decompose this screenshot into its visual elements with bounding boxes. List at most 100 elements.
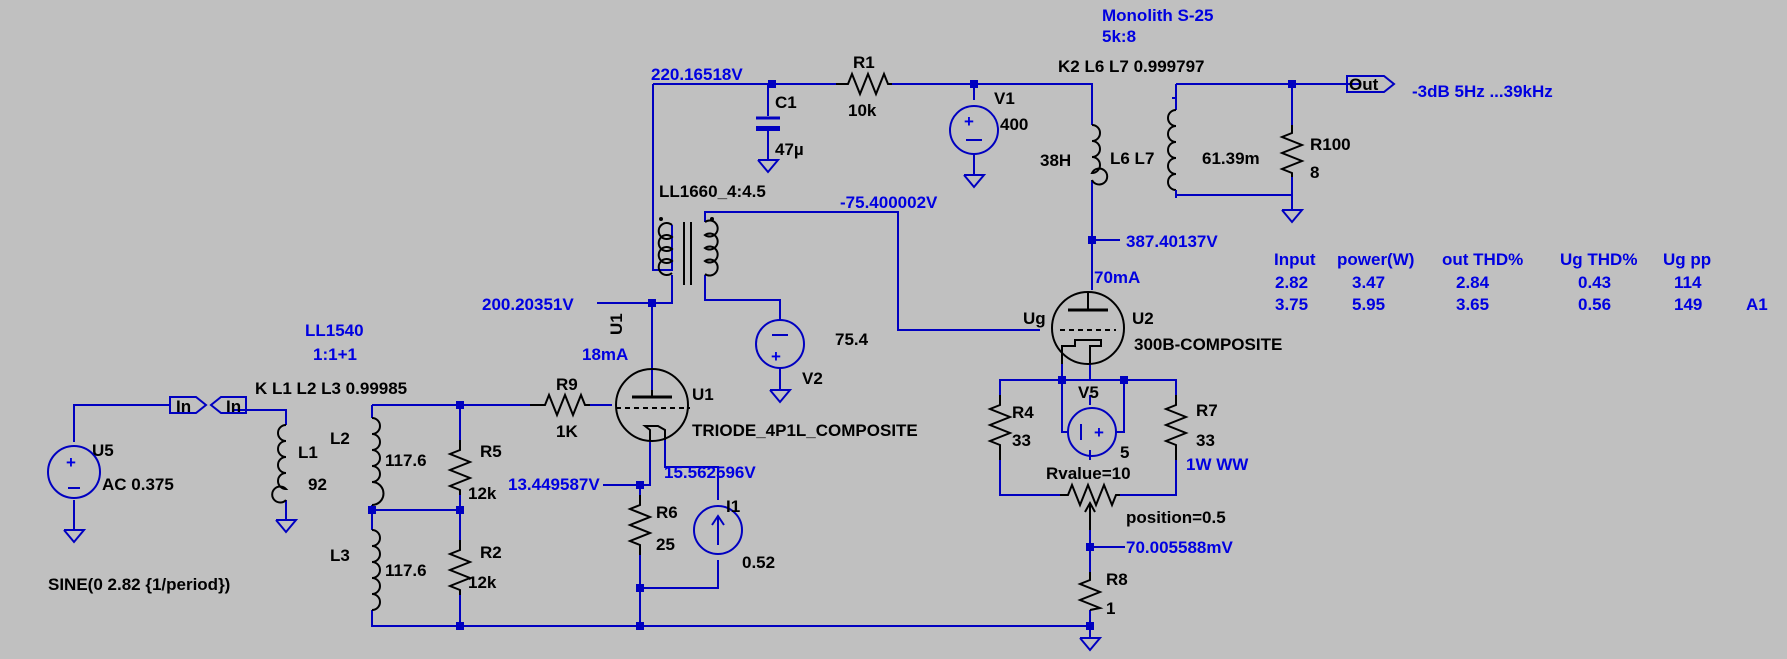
l1-value-label: 92 [308,475,327,494]
v5-value-label: 5 [1120,443,1129,462]
table-cell: 2.84 [1456,273,1490,292]
table-cell: 2.82 [1275,273,1308,292]
table-header-input: Input [1274,250,1316,269]
u2-300b-tube[interactable] [1051,291,1125,365]
l6-value-label: 38H [1040,151,1071,170]
u2-model-label: 300B-COMPOSITE [1134,335,1282,354]
i-300b-label: 70mA [1094,268,1140,287]
c1-value-label: 47µ [775,140,804,159]
table-cell: 3.65 [1456,295,1489,314]
table-cell: 0.56 [1578,295,1611,314]
r9-name-label: R9 [556,375,578,394]
potentiometer[interactable] [1060,482,1120,530]
r9-resistor[interactable] [530,392,590,418]
output-secondary-inductor[interactable] [1167,109,1177,195]
in-port-right[interactable] [209,396,250,418]
r2-name-label: R2 [480,543,502,562]
r6-resistor[interactable] [627,495,653,555]
pot-position-label: position=0.5 [1126,508,1226,527]
r7-name-label: R7 [1196,401,1218,420]
table-cell: 0.43 [1578,273,1611,292]
ratio-label: 5k:8 [1102,27,1136,46]
node-bias-label: -75.400002V [840,193,938,212]
node-70mv-label: 70.005588mV [1126,538,1233,557]
node-220v-label: 220.16518V [651,65,743,84]
junction-dot [636,584,644,592]
u1-name-label: U1 [692,385,714,404]
junction-dot [970,80,978,88]
i-u1-label: 18mA [582,345,628,364]
r5-name-label: R5 [480,442,502,461]
r8-value-label: 1 [1106,599,1115,618]
svg-text:+: + [66,453,76,472]
interstage-transformer[interactable] [657,217,719,285]
r7-value-label: 33 [1196,431,1215,450]
table-cell: 5.95 [1352,295,1385,314]
v5-source[interactable]: + [1061,380,1125,457]
i1-current-source[interactable] [693,505,743,555]
r1-name-label: R1 [853,53,875,72]
table-cell: 149 [1674,295,1702,314]
r4-resistor[interactable] [987,395,1013,460]
l1-inductor[interactable] [271,424,299,534]
r6-value-label: 25 [656,535,675,554]
l3-value-label: 117.6 [385,561,427,580]
out-port-label: Out [1349,75,1379,94]
out-port[interactable] [1346,75,1396,93]
c1-capacitor[interactable] [756,88,781,174]
junction-dot [768,80,776,88]
v2-value-label: 75.4 [835,330,869,349]
u5-ac-source[interactable]: + [47,445,101,544]
bandwidth-label: -3dB 5Hz ...39kHz [1412,82,1553,101]
u1-model-label: TRIODE_4P1L_COMPOSITE [692,421,918,440]
r2-value-label: 12k [468,573,497,592]
l3-inductor[interactable] [371,529,381,611]
title-label: Monolith S-25 [1102,6,1213,25]
v2-name-label: V2 [802,369,823,388]
in-xfmr-name-label: LL1540 [305,321,364,340]
v2-source[interactable]: + [755,319,805,404]
junction-dot [456,622,464,630]
table-cell: 114 [1674,273,1702,292]
l6-l7-inductor[interactable] [1090,122,1109,186]
in-port-label-left: In [176,397,191,416]
node-387v-label: 387.40137V [1126,232,1218,251]
table-cell: 3.47 [1352,273,1385,292]
r8-name-label: R8 [1106,570,1128,589]
r1-resistor[interactable] [836,71,892,97]
table-header-ug-pp: Ug pp [1663,250,1711,269]
svg-text:+: + [1094,423,1104,442]
r7-note-label: 1W WW [1186,455,1249,474]
u5-value-label: AC 0.375 [102,475,174,494]
secondary-value-label: 61.39m [1202,149,1260,168]
l2-inductor[interactable] [371,417,385,506]
junction-dot [1086,543,1094,551]
grid-ug-label: Ug [1023,309,1046,328]
measurement-table: Input power(W) out THD% Ug THD% Ug pp 2.… [1274,250,1768,314]
r6-name-label: R6 [656,503,678,522]
r5-value-label: 12k [468,484,497,503]
r100-resistor[interactable] [1279,125,1305,177]
v5-name-label: V5 [1078,383,1099,402]
wires [73,83,1361,627]
r2-resistor[interactable] [447,540,473,595]
table-header-out-thd: out THD% [1442,250,1523,269]
node-200v-label: 200.20351V [482,295,574,314]
v1-source[interactable]: + [949,105,999,189]
interstage-label: LL1660_4:4.5 [659,182,766,201]
table-cell: 3.75 [1275,295,1308,314]
table-header-ug-thd: Ug THD% [1560,250,1637,269]
r100-name-label: R100 [1310,135,1351,154]
r7-resistor[interactable] [1163,395,1189,460]
c1-name-label: C1 [775,93,797,112]
r5-resistor[interactable] [447,440,473,495]
in-port-left[interactable] [169,396,208,414]
r8-resistor[interactable] [1077,572,1104,611]
junction-dot [456,506,464,514]
l3-name-label: L3 [330,546,350,565]
u1-triode-tube[interactable] [615,368,690,442]
source-spec-label: SINE(0 2.82 {1/period}) [48,575,230,594]
svg-text:+: + [771,347,781,366]
in-xfmr-ratio-label: 1:1+1 [313,345,357,364]
